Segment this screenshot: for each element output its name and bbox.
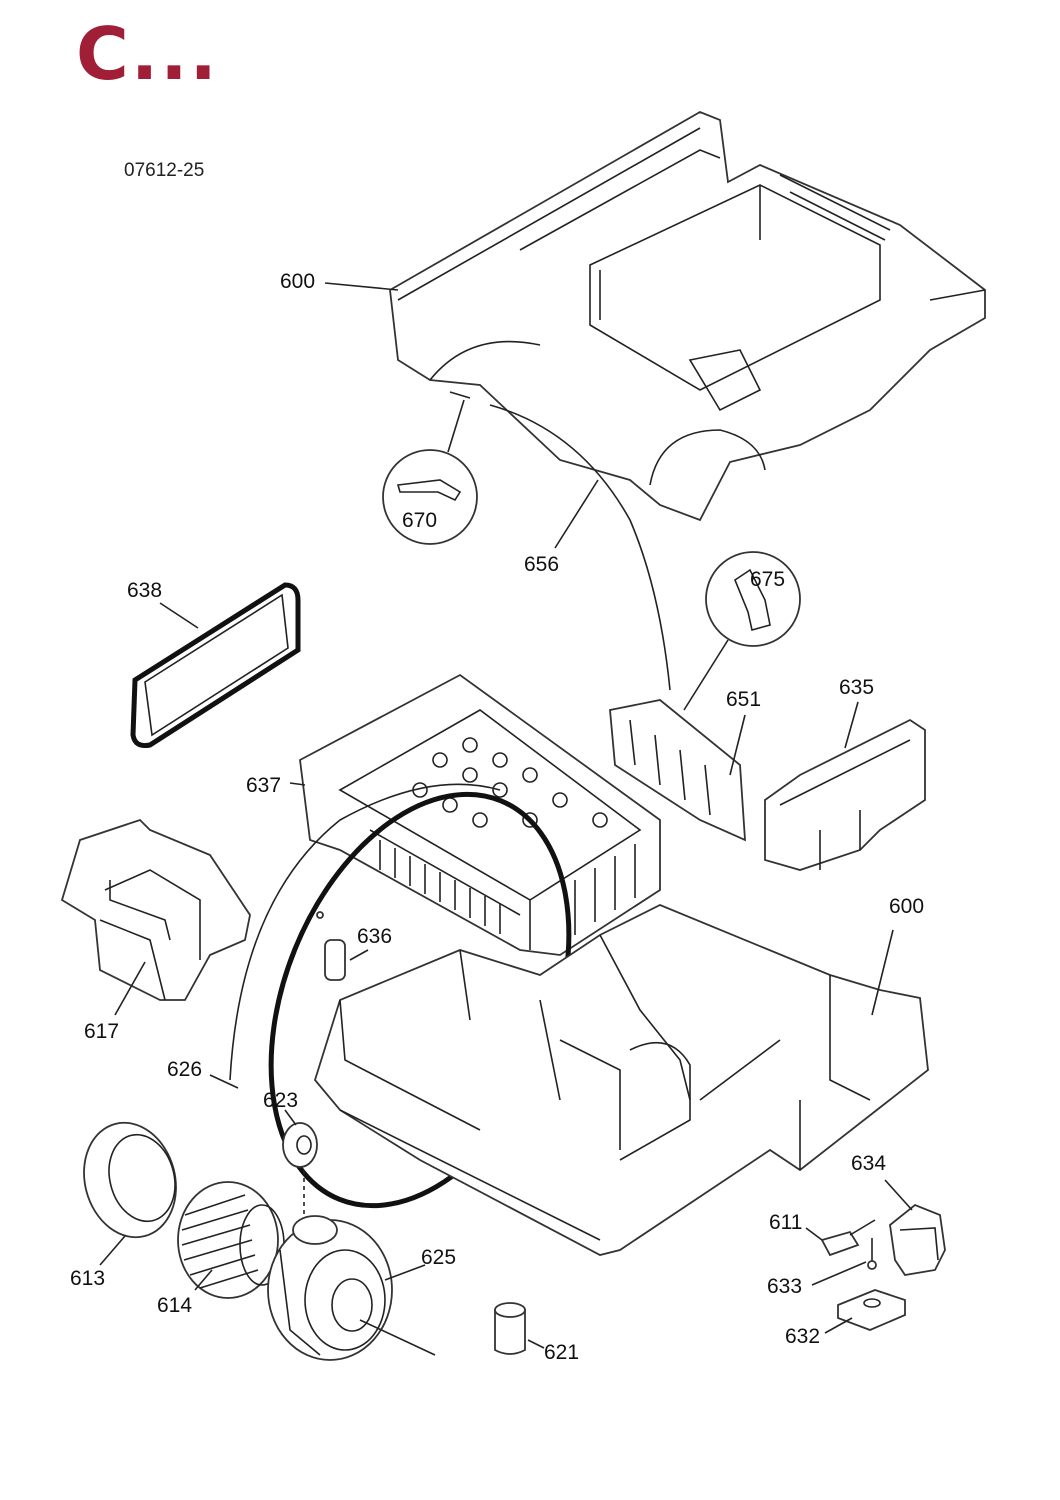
leader-600-top [324,282,399,291]
label-600-top: 600 [280,270,315,293]
part-600-top-frame [389,111,986,522]
part-637-condenser [289,673,661,956]
callout-675 [683,551,801,711]
label-617: 617 [84,1020,119,1043]
part-613-bearing-ring [83,1121,177,1266]
label-625: 625 [421,1246,456,1269]
label-600-bottom: 600 [889,895,924,918]
leader-656 [554,479,599,549]
part-651-filter-frame [609,699,746,842]
label-656: 656 [524,553,559,576]
part-623-pulley [282,1109,318,1215]
leader-626 [209,1074,239,1089]
label-626: 626 [167,1058,202,1081]
part-656-hose [449,391,671,691]
label-621: 621 [544,1341,579,1364]
part-634-pump [884,1179,946,1276]
part-625-motor [267,1215,436,1361]
label-638: 638 [127,579,162,602]
diagram-heading: C... [76,12,219,96]
part-636-bracket [316,911,369,981]
part-621-capacitor [494,1302,545,1355]
label-636: 636 [357,925,392,948]
drawing-code: 07612-25 [124,160,205,181]
label-651: 651 [726,688,761,711]
label-670: 670 [402,509,437,532]
label-634: 634 [851,1152,886,1175]
callout-670 [382,399,478,545]
part-633-screw [811,1238,877,1286]
label-623: 623 [263,1089,298,1112]
part-617-air-duct [60,818,251,1016]
label-632: 632 [785,1325,820,1348]
label-635: 635 [839,676,874,699]
part-635-cover [764,701,926,871]
label-675: 675 [750,568,785,591]
part-632-plate [824,1289,906,1334]
part-600-base [313,904,929,1256]
label-613: 613 [70,1267,105,1290]
label-614: 614 [157,1294,192,1317]
part-614-fan [177,1181,285,1299]
part-638-gasket [130,582,301,748]
label-637: 637 [246,774,281,797]
part-611-switch [805,1219,876,1257]
label-611: 611 [769,1211,802,1234]
label-633: 633 [767,1275,802,1298]
